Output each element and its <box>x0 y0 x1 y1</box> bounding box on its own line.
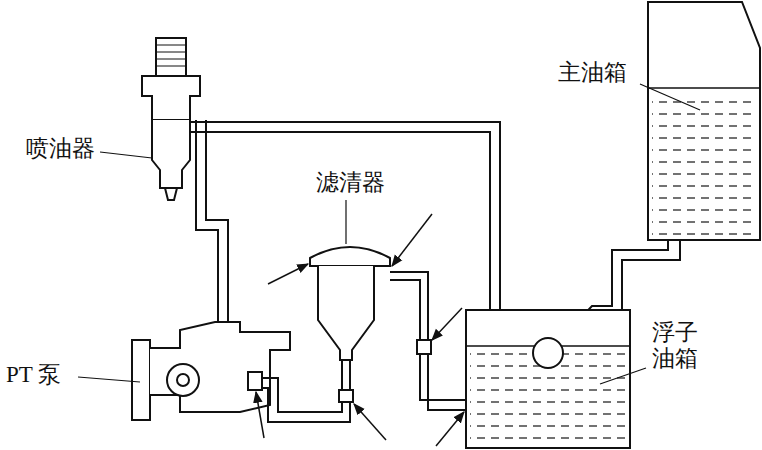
part-label: 喷油器 <box>24 136 97 162</box>
part-label: 滤清器 <box>314 170 387 196</box>
part-label: PT 泵 <box>4 362 63 388</box>
part-label: 主油箱 <box>556 60 629 86</box>
part-label: 浮子 油箱 <box>650 320 707 373</box>
